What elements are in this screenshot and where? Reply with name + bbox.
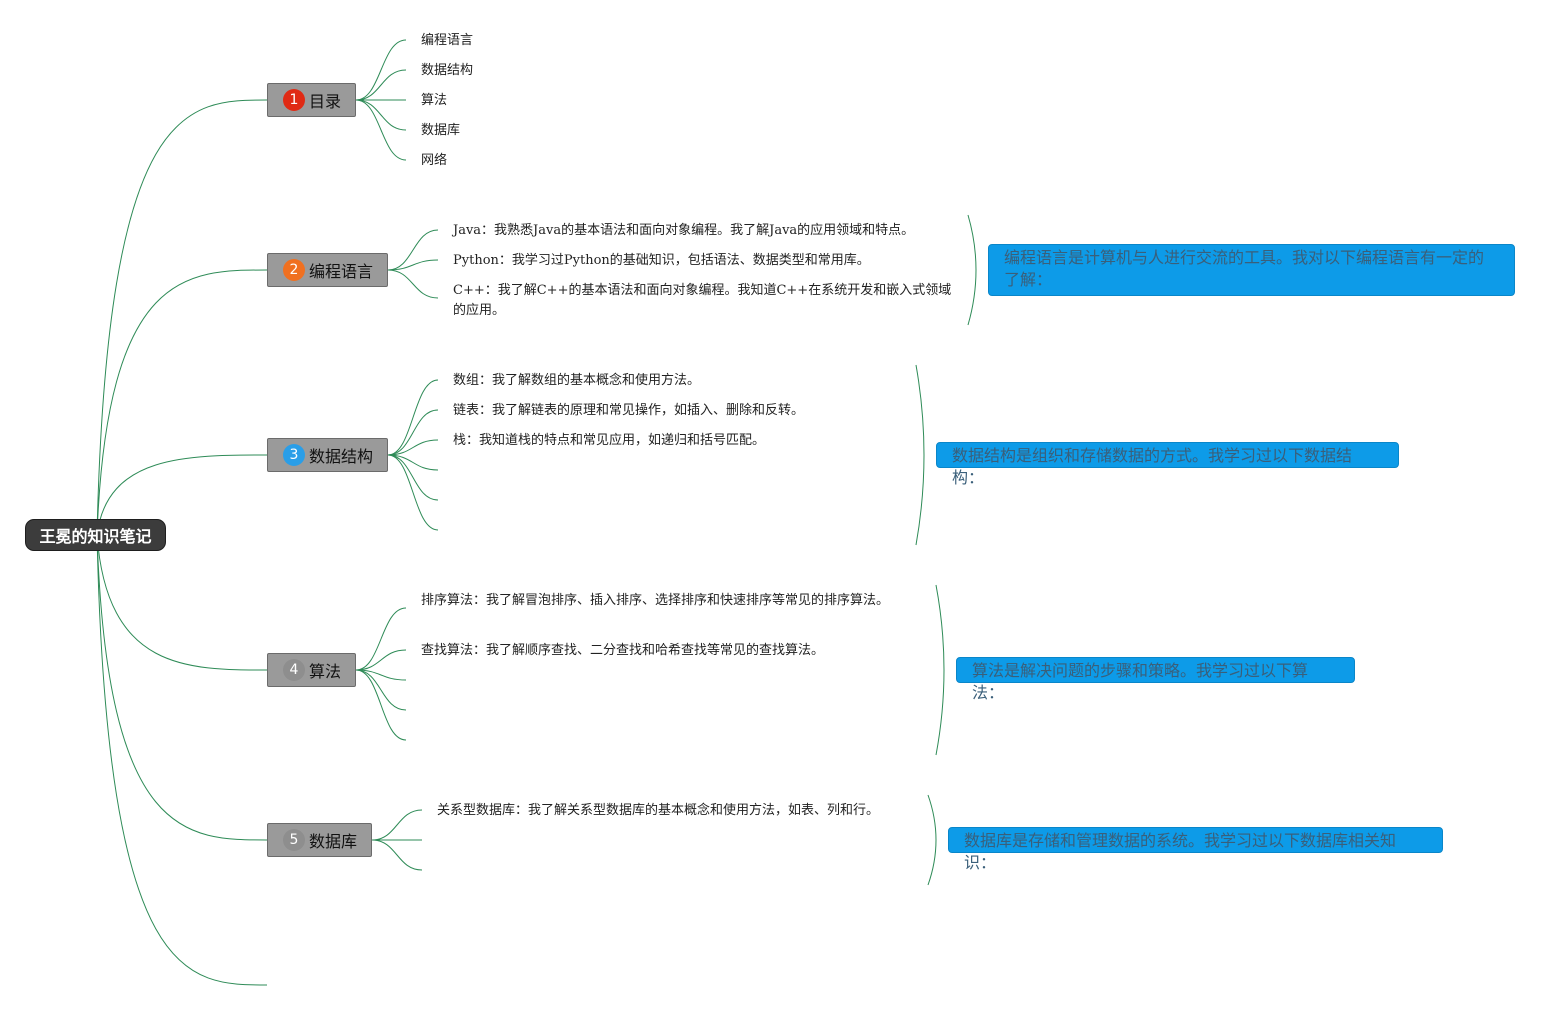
badge-5-icon: 5 xyxy=(283,829,305,851)
summary-callout[interactable]: 算法是解决问题的步骤和策略。我学习过以下算法： xyxy=(956,657,1355,702)
leaf-connector xyxy=(355,69,407,101)
leaf-connector xyxy=(387,439,439,456)
leaf-connector xyxy=(387,229,439,271)
summary-bracket xyxy=(967,214,977,326)
root-branch-connector xyxy=(96,534,268,841)
leaf-connector xyxy=(387,454,439,471)
root-node[interactable]: 王冕的知识笔记 xyxy=(25,519,166,551)
leaf-item[interactable]: C++：我了解C++的基本语法和面向对象编程。我知道C++在系统开发和嵌入式领域… xyxy=(453,283,952,318)
root-branch-connector xyxy=(96,534,268,671)
leaf-connector xyxy=(387,409,439,456)
leaf-connector xyxy=(355,669,407,741)
root-branch-connector xyxy=(96,454,268,536)
leaf-item[interactable]: Java：我熟悉Java的基本语法和面向对象编程。我了解Java的应用领域和特点… xyxy=(453,223,915,238)
leaf-connector xyxy=(355,669,407,711)
branch-node-catalog[interactable]: 1 目录 xyxy=(267,83,356,117)
root-branch-connector xyxy=(96,269,268,536)
leaf-item[interactable]: 算法 xyxy=(421,93,448,108)
leaf-connector xyxy=(387,454,439,501)
branch-node-data-structures[interactable]: 3 数据结构 xyxy=(267,438,388,472)
branch-label: 编程语言 xyxy=(309,262,374,281)
badge-3-icon: 3 xyxy=(283,444,305,466)
leaf-connector xyxy=(387,259,439,271)
badge-2-icon: 2 xyxy=(283,259,305,281)
branch-node-database[interactable]: 5 数据库 xyxy=(267,823,372,857)
leaf-connector xyxy=(371,839,423,871)
leaf-item[interactable]: 栈：我知道栈的特点和常见应用，如递归和括号匹配。 xyxy=(453,433,766,448)
branch-label: 数据库 xyxy=(309,832,358,851)
leaf-item[interactable]: 排序算法：我了解冒泡排序、插入排序、选择排序和快速排序等常见的排序算法。 xyxy=(421,593,890,608)
branch-label: 目录 xyxy=(309,92,342,111)
leaf-connector xyxy=(387,269,439,299)
leaf-connector xyxy=(355,607,407,671)
branch-label: 数据结构 xyxy=(309,447,374,466)
badge-1-icon: 1 xyxy=(283,89,305,111)
leaf-connector xyxy=(387,379,439,456)
leaf-connector xyxy=(371,809,423,841)
summary-callout[interactable]: 编程语言是计算机与人进行交流的工具。我对以下编程语言有一定的了解： xyxy=(988,244,1515,296)
leaf-connector xyxy=(387,454,439,531)
summary-callout[interactable]: 数据结构是组织和存储数据的方式。我学习过以下数据结构： xyxy=(936,442,1399,487)
leaf-connector xyxy=(355,99,407,131)
leaf-item[interactable]: Python：我学习过Python的基础知识，包括语法、数据类型和常用库。 xyxy=(453,253,870,268)
leaf-connector xyxy=(355,99,407,161)
leaf-item[interactable]: 链表：我了解链表的原理和常见操作，如插入、删除和反转。 xyxy=(453,403,805,418)
summary-bracket xyxy=(935,584,945,756)
branch-label: 算法 xyxy=(309,662,342,681)
leaf-connector xyxy=(355,39,407,101)
branch-node-algorithms[interactable]: 4 算法 xyxy=(267,653,356,687)
leaf-item[interactable]: 数据结构 xyxy=(421,63,474,78)
root-branch-connector xyxy=(96,99,268,536)
summary-bracket xyxy=(915,364,925,546)
leaf-item[interactable]: 网络 xyxy=(421,153,448,168)
leaf-item[interactable]: 关系型数据库：我了解关系型数据库的基本概念和使用方法，如表、列和行。 xyxy=(437,803,880,818)
badge-4-icon: 4 xyxy=(283,659,305,681)
leaf-item[interactable]: 编程语言 xyxy=(421,33,474,48)
leaf-item[interactable]: 数组：我了解数组的基本概念和使用方法。 xyxy=(453,373,701,388)
branch-node-programming-languages[interactable]: 2 编程语言 xyxy=(267,253,388,287)
leaf-connector xyxy=(355,649,407,671)
leaf-item[interactable]: 查找算法：我了解顺序查找、二分查找和哈希查找等常见的查找算法。 xyxy=(421,643,825,658)
root-label: 王冕的知识笔记 xyxy=(39,527,152,546)
summary-callout[interactable]: 数据库是存储和管理数据的系统。我学习过以下数据库相关知识： xyxy=(948,827,1443,872)
root-branch-connector xyxy=(96,534,268,986)
leaf-item[interactable]: 数据库 xyxy=(421,123,461,138)
summary-bracket xyxy=(927,794,937,886)
